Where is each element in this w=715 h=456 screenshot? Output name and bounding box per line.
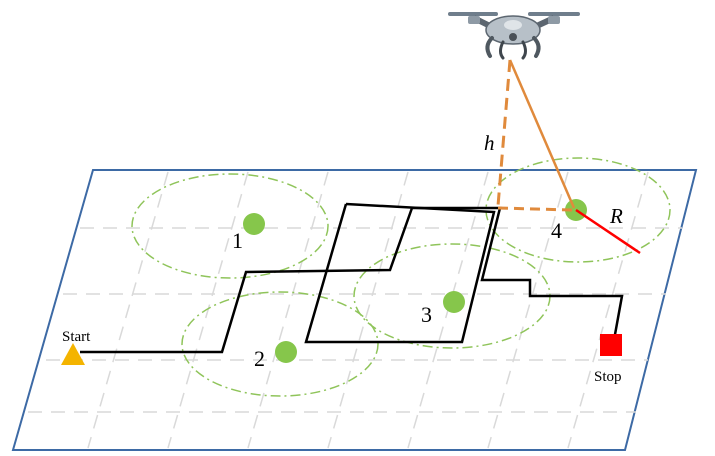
- sensor-label-3: 3: [421, 302, 432, 327]
- sensor-node-2: [275, 341, 297, 363]
- triangle-marker-icon: [61, 343, 85, 365]
- sensor-node-3: [443, 291, 465, 313]
- stop-label: Stop: [594, 369, 622, 385]
- coverage-circle-1: [131, 173, 329, 279]
- radius-label: R: [609, 204, 623, 228]
- sensor-node-1: [243, 213, 265, 235]
- altitude-line: [496, 59, 512, 207]
- sensor-label-4: 4: [551, 218, 562, 243]
- ground-grid: [28, 171, 682, 449]
- uav-trajectory-loop: [304, 202, 496, 344]
- start-label: Start: [62, 329, 91, 345]
- sensor-label-2: 2: [254, 346, 265, 371]
- coverage-radius-line: [575, 208, 641, 255]
- ground-projection-line: [497, 206, 573, 212]
- square-marker-icon: [600, 334, 622, 356]
- coverage-circle-4: [485, 157, 671, 263]
- uav-sensor-link: [508, 59, 576, 209]
- quadcopter-drone-icon: [448, 12, 580, 60]
- ground-plane: [11, 169, 698, 451]
- coverage-circle-2: [181, 291, 379, 397]
- sensor-label-1: 1: [232, 228, 243, 253]
- height-label: h: [484, 131, 495, 155]
